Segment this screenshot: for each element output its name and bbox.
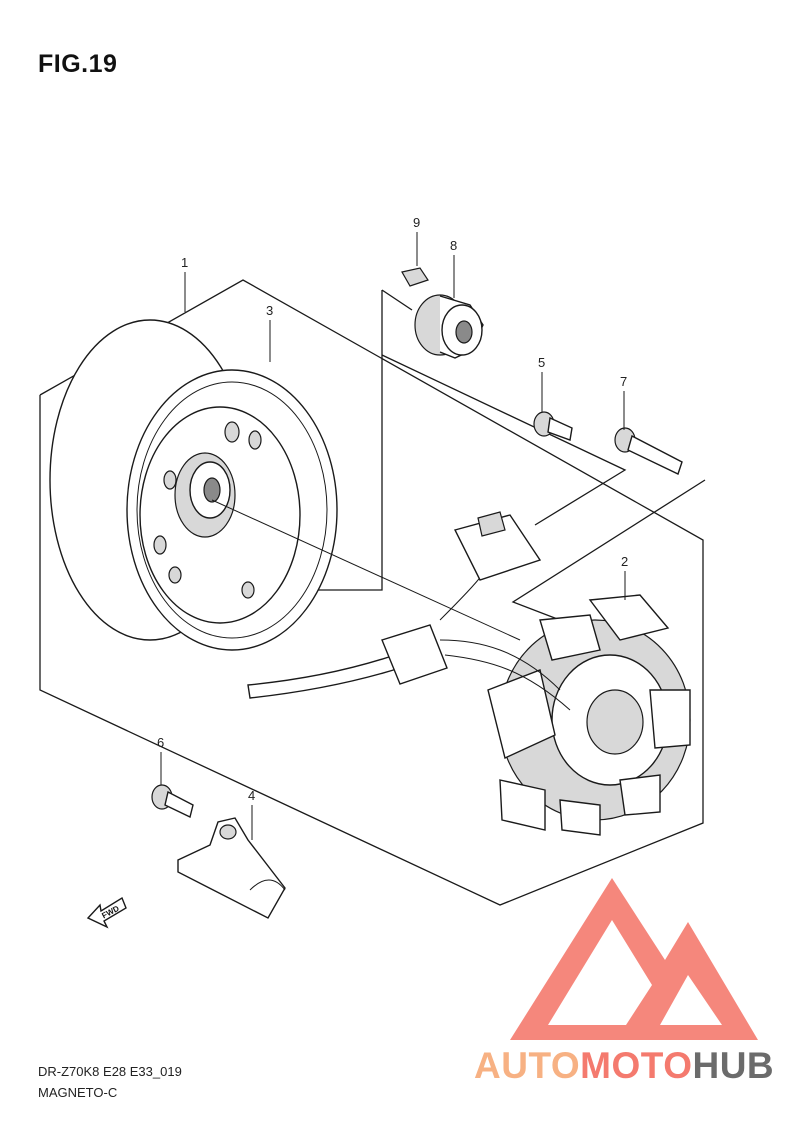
watermark-text: AUTOMOTOHUB (474, 1045, 774, 1087)
watermark-logo (510, 878, 758, 1040)
callout-3: 3 (266, 303, 273, 318)
figure-title: FIG.19 (38, 50, 118, 78)
flange-nut (414, 294, 484, 359)
callout-6: 6 (157, 735, 164, 750)
callout-2: 2 (621, 554, 628, 569)
diagram-code: DR-Z70K8 E28 E33_019 (38, 1064, 182, 1079)
callout-1: 1 (181, 255, 188, 270)
callout-5: 5 (538, 355, 545, 370)
bolt-7 (614, 427, 683, 475)
callout-8: 8 (450, 238, 457, 253)
woodruff-key (401, 267, 429, 287)
stator-coil (487, 594, 691, 836)
callout-labels: 1 2 3 4 5 6 7 8 9 (157, 215, 628, 840)
forward-arrow-icon: FWD (86, 896, 127, 929)
diagram-name: MAGNETO-C (38, 1085, 118, 1100)
magneto-rotor (49, 319, 521, 651)
bolt-leader-lines (381, 354, 706, 621)
callout-4: 4 (248, 788, 255, 803)
bolt-5 (533, 411, 573, 441)
wire-clamp (177, 817, 286, 919)
callout-9: 9 (413, 215, 420, 230)
assembly-frame (39, 279, 704, 906)
watermark-part-moto: MOTO (580, 1045, 693, 1086)
callout-7: 7 (620, 374, 627, 389)
bolt-6 (151, 784, 194, 819)
watermark-part-auto: AUTO (474, 1045, 581, 1086)
watermark-part-hub: HUB (692, 1045, 775, 1086)
wiring-harness (247, 511, 571, 711)
